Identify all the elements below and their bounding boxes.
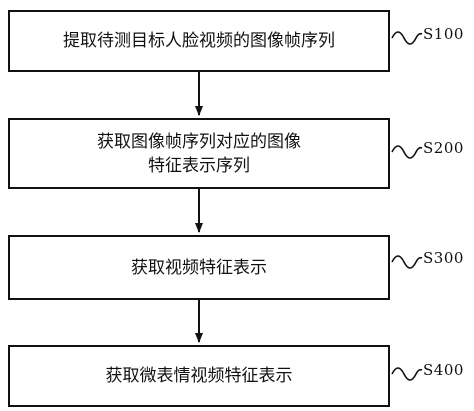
step-text-s200: 获取图像帧序列对应的图像 特征表示序列 <box>97 131 301 176</box>
leader-s300 <box>391 255 423 269</box>
step-box-s400: 获取微表情视频特征表示 <box>8 345 390 407</box>
leader-s100 <box>391 31 423 45</box>
step-box-s200: 获取图像帧序列对应的图像 特征表示序列 <box>8 118 390 189</box>
step-text-s400: 获取微表情视频特征表示 <box>105 366 293 386</box>
step-text-s300: 获取视频特征表示 <box>131 257 267 278</box>
step-label-s200: S200 <box>423 139 464 157</box>
leader-s400 <box>391 367 423 381</box>
step-label-s100: S100 <box>423 25 464 43</box>
step-box-s100: 提取待测目标人脸视频的图像帧序列 <box>8 10 390 72</box>
step-text-s100: 提取待测目标人脸视频的图像帧序列 <box>63 31 335 51</box>
leader-s200 <box>391 145 423 159</box>
step-label-s400: S400 <box>423 361 464 379</box>
step-box-s300: 获取视频特征表示 <box>8 235 390 300</box>
step-label-s300: S300 <box>423 249 464 267</box>
